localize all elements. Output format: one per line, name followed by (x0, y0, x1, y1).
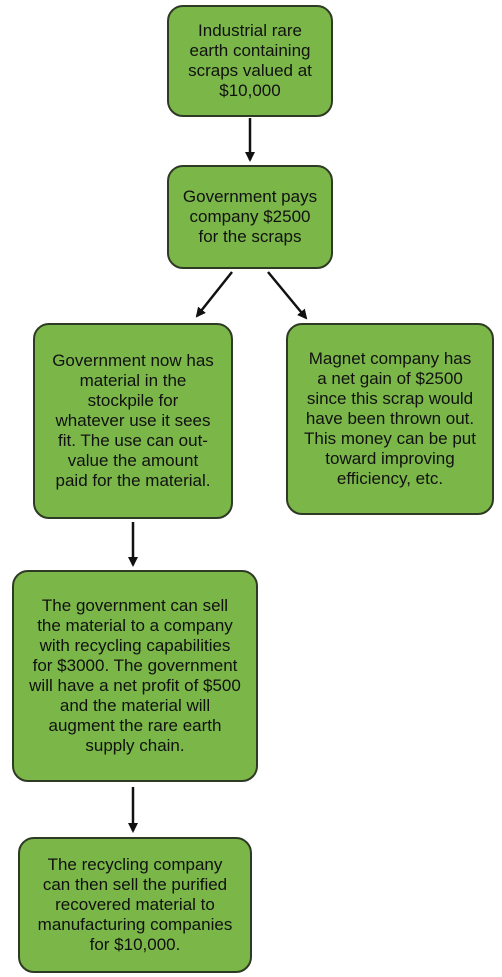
arrow-n2-to-n4 (267, 271, 308, 320)
arrow-n2-to-n3 (195, 271, 233, 318)
flow-node-magnet-company-gain: Magnet company has a net gain of $2500 s… (286, 323, 494, 515)
flow-node-government-sells: The government can sell the material to … (12, 570, 258, 782)
flow-node-government-stockpile: Government now has material in the stock… (33, 323, 233, 519)
flow-node-scraps-value: Industrial rare earth containing scraps … (167, 5, 333, 117)
flow-node-government-pays: Government pays company $2500 for the sc… (167, 165, 333, 269)
flow-node-recycling-company-sells: The recycling company can then sell the … (18, 837, 252, 973)
